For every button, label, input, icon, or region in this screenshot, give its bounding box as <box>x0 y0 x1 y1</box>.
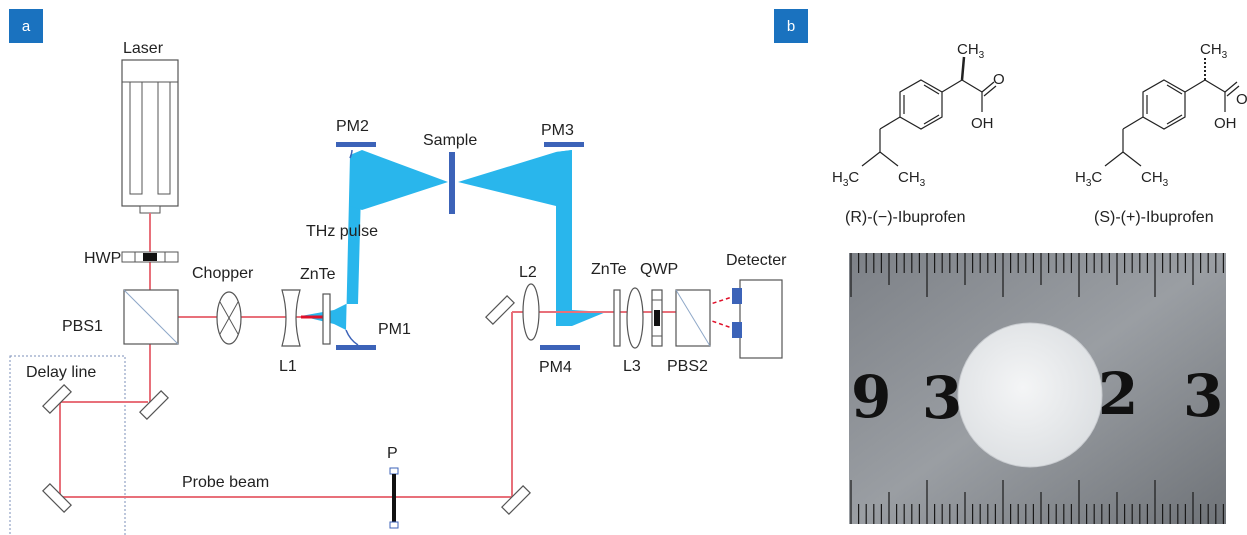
flat-mirrors <box>42 295 531 515</box>
label-l3: L3 <box>623 358 641 375</box>
pbs1-cube <box>123 289 179 345</box>
label-sample: Sample <box>423 132 477 149</box>
molecule-s-labels: CH3 O OH H3C CH3 (S)-(+)-Ibuprofen <box>1075 41 1247 226</box>
svg-text:CH3: CH3 <box>1141 169 1169 189</box>
l3-lens <box>626 287 644 349</box>
laser-source <box>121 59 179 214</box>
label-probe-beam: Probe beam <box>182 474 269 491</box>
ruler-ticks-bottom <box>850 480 1225 524</box>
sample-photo: 9 3 2 3 <box>849 253 1226 524</box>
panel-a-diagram: Laser HWP PBS1 Chopper ZnTe L1 PM1 PM2 T… <box>9 40 787 535</box>
label-pbs2: PBS2 <box>667 358 708 375</box>
delay-line-box <box>9 355 126 535</box>
svg-text:CH3: CH3 <box>1200 41 1228 61</box>
qwp-waveplate <box>651 289 663 347</box>
mirror-bottom-right <box>501 485 531 515</box>
label-l1: L1 <box>279 358 297 375</box>
svg-text:CH3: CH3 <box>898 169 926 189</box>
ruler-label-3-right: 3 <box>1183 362 1223 430</box>
label-l2: L2 <box>519 264 537 281</box>
label-hwp: HWP <box>84 250 121 267</box>
molecule-s <box>1104 57 1240 167</box>
label-znte1: ZnTe <box>300 266 336 283</box>
label-chopper: Chopper <box>192 265 254 282</box>
svg-text:O: O <box>993 71 1005 88</box>
mirror-l2-entry <box>485 295 515 325</box>
hwp-waveplate <box>121 251 179 263</box>
label-thz-pulse: THz pulse <box>306 223 378 240</box>
svg-text:OH: OH <box>1214 115 1237 132</box>
svg-text:H3C: H3C <box>1075 169 1102 189</box>
pm2-mirror <box>336 142 376 159</box>
ruler-label-2: 2 <box>1098 360 1138 428</box>
label-qwp: QWP <box>640 261 678 278</box>
pm1-mirror <box>336 329 376 350</box>
panel-a-badge: a <box>9 9 43 43</box>
svg-text:H3C: H3C <box>832 169 859 189</box>
molecule-r <box>861 56 997 167</box>
ruler-label-9: 9 <box>851 363 891 431</box>
sample-disc <box>957 322 1103 468</box>
label-delay-line: Delay line <box>26 364 96 381</box>
label-detector: Detecter <box>726 252 787 269</box>
svg-text:OH: OH <box>971 115 994 132</box>
molecule-r-name: (R)-(−)-Ibuprofen <box>845 209 965 226</box>
sample-plate <box>449 152 455 214</box>
panel-b-badge: b <box>774 9 808 43</box>
mirror-delay-top-left <box>42 384 72 414</box>
label-pm4: PM4 <box>539 359 572 376</box>
pinhole-p <box>389 467 399 529</box>
label-pbs1: PBS1 <box>62 318 103 335</box>
label-p: P <box>387 445 398 462</box>
ruler-ticks-top <box>850 253 1225 297</box>
svg-text:CH3: CH3 <box>957 41 985 61</box>
pm3-mirror <box>544 142 584 147</box>
l1-lens <box>281 289 301 347</box>
molecule-s-name: (S)-(+)-Ibuprofen <box>1094 209 1214 226</box>
pm4-mirror <box>540 345 580 350</box>
label-laser: Laser <box>123 40 164 57</box>
svg-text:O: O <box>1236 91 1247 108</box>
molecule-r-labels: CH3 O OH H3C CH3 (R)-(−)-Ibuprofen <box>832 41 1005 226</box>
ruler-label-3-left: 3 <box>922 364 962 432</box>
label-pm1: PM1 <box>378 321 411 338</box>
mirror-delay-bottom-left <box>42 483 72 513</box>
detector <box>732 279 783 359</box>
chopper-wheel <box>216 291 242 345</box>
mirror-delay-top-right <box>139 390 169 420</box>
znte2-crystal <box>613 289 621 347</box>
l2-lens <box>522 283 540 341</box>
label-pm2: PM2 <box>336 118 369 135</box>
pbs2-cube <box>675 289 711 347</box>
label-znte2: ZnTe <box>591 261 627 278</box>
label-pm3: PM3 <box>541 122 574 139</box>
znte1-crystal <box>322 293 331 345</box>
